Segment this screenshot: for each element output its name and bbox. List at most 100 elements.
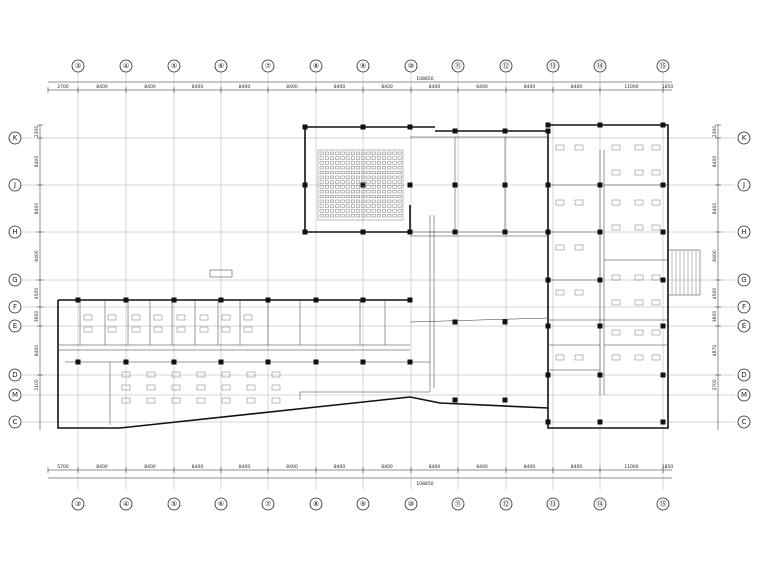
- dimension-value: 4500: [34, 288, 40, 300]
- axis-label: K: [742, 134, 747, 142]
- seat: [325, 156, 329, 160]
- seat: [382, 180, 386, 184]
- column: [660, 323, 666, 329]
- seat: [345, 190, 350, 194]
- seat: [356, 194, 360, 198]
- dimension-value: 8400: [712, 250, 718, 262]
- seat: [356, 166, 360, 170]
- column: [75, 297, 81, 303]
- column: [452, 397, 458, 403]
- seat: [325, 170, 329, 174]
- seat: [335, 175, 340, 179]
- seat: [325, 161, 329, 165]
- seat: [397, 204, 402, 208]
- column: [218, 359, 224, 365]
- seat: [330, 166, 334, 170]
- seat: [377, 185, 381, 189]
- seat: [340, 199, 345, 203]
- desk: [574, 354, 584, 361]
- seat: [392, 185, 397, 189]
- axis-label: ⑮: [660, 62, 667, 70]
- row-axis-bubble: D: [8, 368, 22, 382]
- axis-label: D: [741, 371, 746, 379]
- seat: [392, 156, 397, 160]
- column: [502, 397, 508, 403]
- seat: [371, 204, 376, 208]
- seat: [335, 156, 340, 160]
- seat: [366, 156, 371, 160]
- seat: [345, 214, 350, 218]
- seat: [335, 199, 340, 203]
- desk: [651, 354, 661, 361]
- seat: [319, 185, 324, 189]
- column: [545, 372, 551, 378]
- desk: [199, 326, 209, 333]
- seat: [356, 180, 360, 184]
- seat: [392, 175, 397, 179]
- column: [502, 319, 508, 325]
- dimension-value: 8400: [286, 84, 298, 90]
- seat: [392, 190, 397, 194]
- desk: [153, 314, 163, 321]
- seat: [366, 204, 371, 208]
- seat: [382, 161, 386, 165]
- seat: [397, 199, 402, 203]
- seat: [330, 190, 334, 194]
- seat: [382, 204, 386, 208]
- axis-label: H: [741, 228, 746, 236]
- desk: [611, 199, 621, 206]
- seat: [392, 180, 397, 184]
- desk: [196, 397, 206, 404]
- row-axis-bubble: D: [737, 368, 751, 382]
- seat: [330, 204, 334, 208]
- seat: [356, 175, 360, 179]
- axis-label: G: [741, 276, 746, 284]
- seat: [377, 161, 381, 165]
- seat: [387, 156, 392, 160]
- column-axis-bubble: ⑭: [593, 59, 607, 73]
- axis-label: M: [741, 391, 747, 399]
- seat: [351, 209, 355, 213]
- seat: [387, 185, 392, 189]
- seat: [366, 161, 371, 165]
- seat: [319, 209, 324, 213]
- seat: [371, 190, 376, 194]
- seat: [397, 156, 402, 160]
- seat: [351, 166, 355, 170]
- seat: [330, 185, 334, 189]
- seat: [335, 194, 340, 198]
- column: [171, 297, 177, 303]
- axis-label: ⑪: [455, 62, 462, 70]
- seat: [382, 209, 386, 213]
- seat: [377, 190, 381, 194]
- seat: [366, 214, 371, 218]
- seat: [330, 199, 334, 203]
- axis-label: ⑨: [360, 500, 366, 508]
- seat: [330, 175, 334, 179]
- seat: [377, 156, 381, 160]
- column-axis-bubble: ⑬: [546, 497, 560, 511]
- row-axis-bubble: G: [8, 273, 22, 287]
- seat: [351, 180, 355, 184]
- desk: [121, 384, 131, 391]
- seat: [387, 199, 392, 203]
- axis-label: ⑩: [408, 62, 414, 70]
- seat: [387, 180, 392, 184]
- seat: [340, 166, 345, 170]
- desk: [634, 144, 644, 151]
- column: [360, 124, 366, 130]
- desk: [555, 244, 565, 251]
- seat: [325, 151, 329, 155]
- seat: [392, 151, 397, 155]
- seat: [371, 194, 376, 198]
- seat: [377, 194, 381, 198]
- dimension-value: 8400: [429, 464, 441, 470]
- seat: [387, 204, 392, 208]
- seat: [330, 156, 334, 160]
- seat: [361, 214, 366, 218]
- axis-label: ⑫: [503, 62, 510, 70]
- seat: [366, 199, 371, 203]
- seat: [377, 199, 381, 203]
